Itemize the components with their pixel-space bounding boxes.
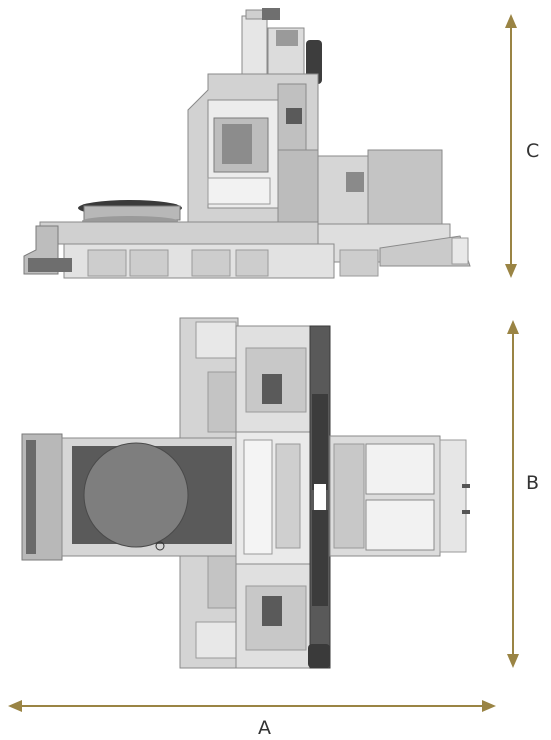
dimension-b-arrowhead-bottom xyxy=(507,654,519,668)
dimension-c-arrowhead-bottom xyxy=(505,264,517,278)
dimension-b-label: B xyxy=(526,472,539,494)
machine-bed xyxy=(23,221,379,279)
vertical-rail xyxy=(308,325,331,669)
dimension-a-label: A xyxy=(258,717,271,739)
dimension-c-arrowhead-top xyxy=(505,14,517,28)
side-view xyxy=(23,8,471,279)
column xyxy=(179,73,319,263)
work-table xyxy=(21,433,243,561)
top-view xyxy=(21,317,470,669)
dimension-c-label: C xyxy=(526,140,539,162)
dimension-b-arrowhead-top xyxy=(507,320,519,334)
tool-magazine xyxy=(329,435,470,557)
dimension-arrows xyxy=(8,14,519,712)
dimension-a-arrowhead-left xyxy=(8,700,22,712)
dimension-a-arrowhead-right xyxy=(482,700,496,712)
center-frame xyxy=(235,325,315,669)
spindle-motor xyxy=(241,8,322,84)
right-cabinet xyxy=(317,149,471,267)
